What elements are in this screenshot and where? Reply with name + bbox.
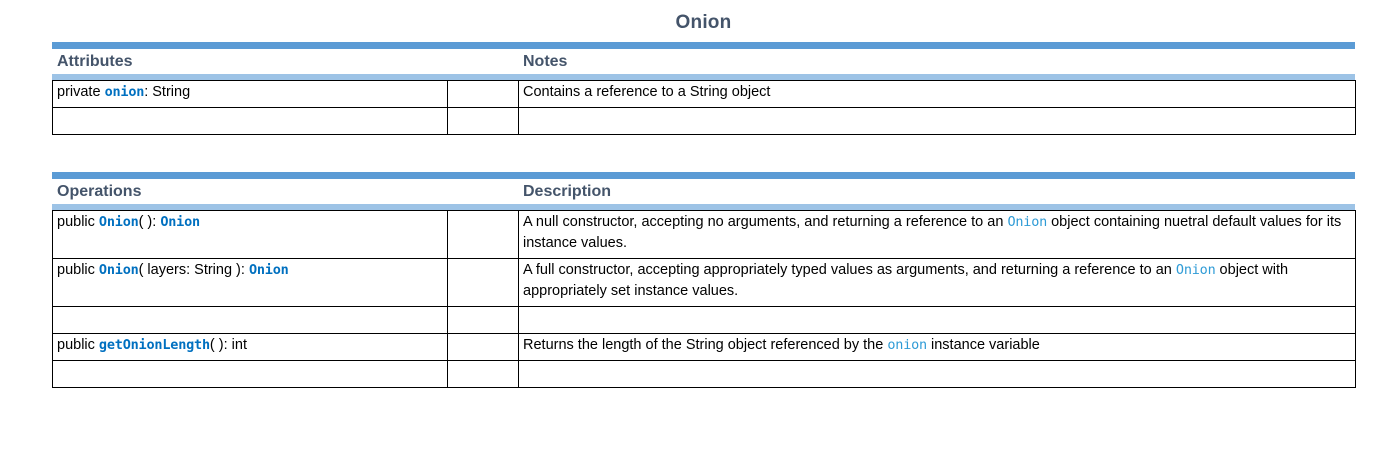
signature-cell[interactable]: public getOnionLength( ): int [52, 333, 448, 361]
attributes-grid: private onion: String Contains a referenc… [52, 80, 1356, 135]
text-run: Returns the length of the String object … [523, 337, 888, 353]
spacer-cell [447, 258, 519, 307]
attributes-bottom-bar [52, 74, 1355, 80]
signature-cell[interactable]: public Onion( layers: String ): Onion [52, 258, 448, 307]
attributes-top-bar [52, 42, 1355, 49]
text-run: ( ): int [209, 337, 247, 353]
text-run: ( ): [138, 214, 161, 230]
table-row[interactable] [52, 306, 1356, 334]
class-title: Onion [675, 12, 732, 33]
code-identifier-bold: Onion [98, 214, 139, 230]
code-identifier-bold: Onion [248, 262, 289, 278]
signature-cell[interactable] [52, 360, 448, 388]
text-run: A full constructor, accepting appropriat… [523, 262, 1176, 278]
spacer-cell [447, 360, 519, 388]
table-row[interactable]: private onion: String Contains a referenc… [52, 80, 1356, 108]
text-run: : String [144, 84, 191, 100]
spacer-cell [447, 80, 519, 108]
description-cell[interactable] [518, 306, 1356, 334]
spacer-cell [447, 333, 519, 361]
text-run: object with appropriately set instance v… [523, 262, 1289, 299]
text-run: public [57, 337, 99, 353]
table-row[interactable] [52, 360, 1356, 388]
description-cell[interactable]: A full constructor, accepting appropriat… [518, 258, 1356, 307]
attributes-column-header: Attributes [57, 53, 133, 70]
text-run: Contains a reference to a String object [523, 84, 771, 100]
text-run: instance variable [926, 337, 1040, 353]
text-run: private [57, 84, 105, 100]
description-column-header: Description [523, 183, 612, 200]
description-cell[interactable] [518, 360, 1356, 388]
code-identifier: onion [887, 337, 927, 353]
signature-cell[interactable]: public Onion( ): Onion [52, 210, 448, 259]
attributes-grid-body: private onion: String Contains a referenc… [52, 80, 1356, 135]
code-identifier-bold: Onion [160, 214, 200, 230]
code-identifier-bold: getOnionLength [98, 337, 210, 353]
text-run: A null constructor, accepting no argumen… [523, 214, 1008, 230]
spacer-cell [447, 306, 519, 334]
signature-cell[interactable] [52, 107, 448, 135]
spacer-cell [447, 107, 519, 135]
text-run: public [57, 262, 99, 278]
description-cell[interactable]: Contains a reference to a String object [518, 80, 1356, 108]
description-cell[interactable] [518, 107, 1356, 135]
attributes-table: Attributes Notes private onion: String Co… [52, 42, 1356, 135]
table-row[interactable] [52, 107, 1356, 135]
code-identifier: Onion [1175, 262, 1216, 278]
table-row[interactable]: public getOnionLength( ): int Returns the… [52, 333, 1356, 361]
operations-column-header: Operations [57, 183, 142, 200]
operations-top-bar [52, 172, 1355, 179]
text-run: object containing nuetral default values… [523, 214, 1342, 251]
notes-column-header: Notes [523, 53, 568, 70]
attributes-header-row: Attributes Notes [52, 49, 1355, 74]
signature-cell[interactable]: private onion: String [52, 80, 448, 108]
code-identifier-bold: onion [104, 84, 145, 100]
signature-cell[interactable] [52, 306, 448, 334]
operations-table: Operations Description public Onion( ): … [52, 172, 1356, 388]
code-identifier: Onion [1007, 214, 1048, 230]
code-identifier-bold: Onion [98, 262, 139, 278]
text-run: ( layers: String ): [138, 262, 249, 278]
operations-bottom-bar [52, 204, 1355, 210]
description-cell[interactable]: A null constructor, accepting no argumen… [518, 210, 1356, 259]
description-cell[interactable]: Returns the length of the String object … [518, 333, 1356, 361]
operations-header-row: Operations Description [52, 179, 1355, 204]
spacer-cell [447, 210, 519, 259]
text-run: public [57, 214, 99, 230]
